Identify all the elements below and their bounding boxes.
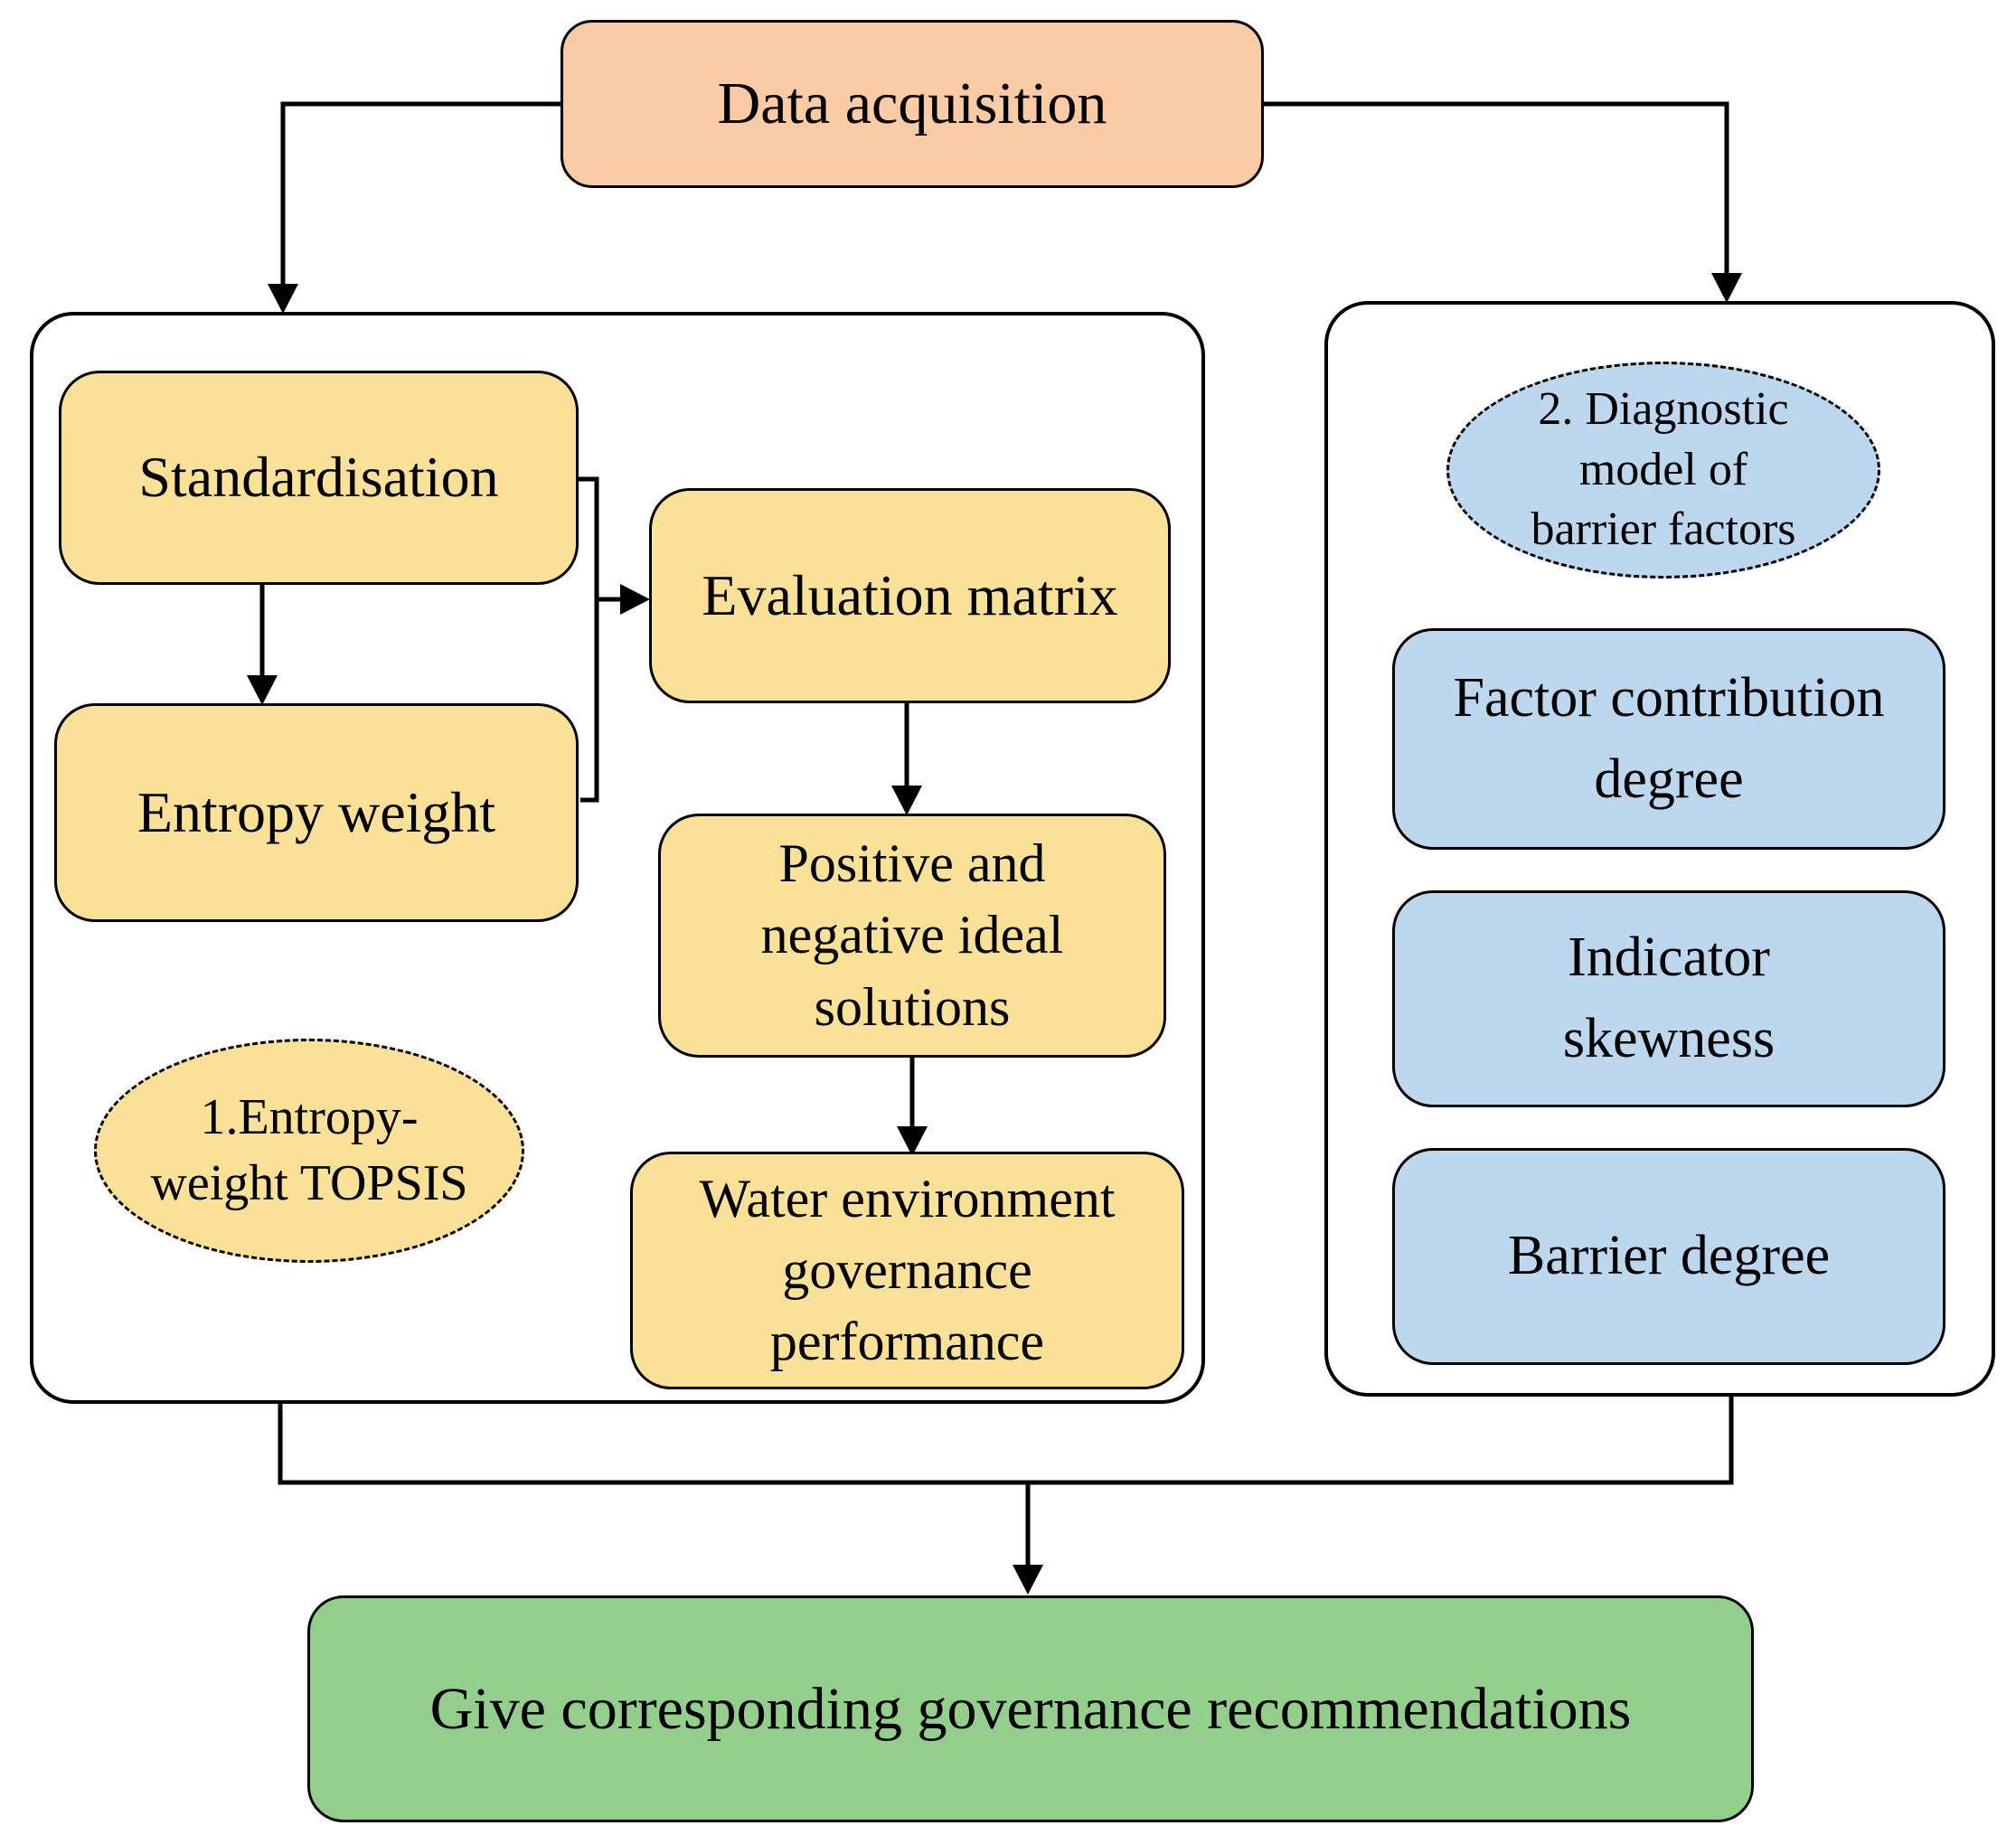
arrowhead-into-recommendations — [1013, 1565, 1043, 1595]
evaluation-matrix-node: Evaluation matrix — [649, 488, 1171, 703]
arrowhead-into-left-group — [268, 284, 298, 314]
governance-performance-node: Water environment governance performance — [630, 1152, 1184, 1389]
recommendations-label: Give corresponding governance recommenda… — [429, 1675, 1632, 1742]
governance-performance-label-line2: governance — [782, 1239, 1032, 1300]
diagnostic-model-label-line2: model of — [1578, 443, 1748, 495]
connector-data-to-right-group — [1262, 101, 1729, 275]
barrier-degree-node: Barrier degree — [1392, 1148, 1945, 1365]
diagnostic-model-label-line1: 2. Diagnostic — [1538, 383, 1789, 436]
governance-performance-label-line1: Water environment — [699, 1168, 1116, 1228]
diagnostic-model-ellipse: 2. Diagnostic model of barrier factors — [1446, 362, 1880, 579]
standardisation-node: Standardisation — [59, 371, 579, 585]
entropy-topsis-label-line1: 1.Entropy- — [200, 1089, 419, 1146]
factor-contribution-label-line1: Factor contribution — [1453, 666, 1885, 729]
connector-merge-trunks — [278, 1395, 1734, 1485]
indicator-skewness-label-line1: Indicator — [1568, 927, 1770, 989]
ideal-solutions-label-line3: solutions — [814, 976, 1011, 1037]
standardisation-label: Standardisation — [138, 445, 499, 510]
entropy-topsis-label-line2: weight TOPSIS — [150, 1155, 468, 1211]
connector-data-to-left-group — [280, 101, 562, 286]
governance-performance-label-line3: performance — [769, 1312, 1045, 1372]
factor-contribution-node: Factor contribution degree — [1392, 628, 1945, 850]
arrowhead-into-right-group — [1711, 273, 1742, 303]
ideal-solutions-label-line1: Positive and — [778, 833, 1046, 894]
evaluation-matrix-label: Evaluation matrix — [702, 562, 1118, 627]
ideal-solutions-label-line2: negative ideal — [760, 905, 1064, 965]
ideal-solutions-node: Positive and negative ideal solutions — [658, 814, 1166, 1058]
entropy-weight-label: Entropy weight — [137, 779, 496, 844]
barrier-degree-label: Barrier degree — [1507, 1225, 1831, 1287]
factor-contribution-label-line2: degree — [1594, 748, 1744, 810]
indicator-skewness-node: Indicator skewness — [1392, 890, 1945, 1107]
diagnostic-model-label-line3: barrier factors — [1531, 503, 1796, 556]
indicator-skewness-label-line2: skewness — [1562, 1008, 1776, 1069]
data-acquisition-label: Data acquisition — [717, 71, 1107, 137]
recommendations-node: Give corresponding governance recommenda… — [307, 1595, 1754, 1822]
entropy-weight-node: Entropy weight — [54, 703, 579, 922]
entropy-topsis-ellipse: 1.Entropy- weight TOPSIS — [94, 1039, 524, 1263]
data-acquisition-node: Data acquisition — [561, 20, 1264, 188]
